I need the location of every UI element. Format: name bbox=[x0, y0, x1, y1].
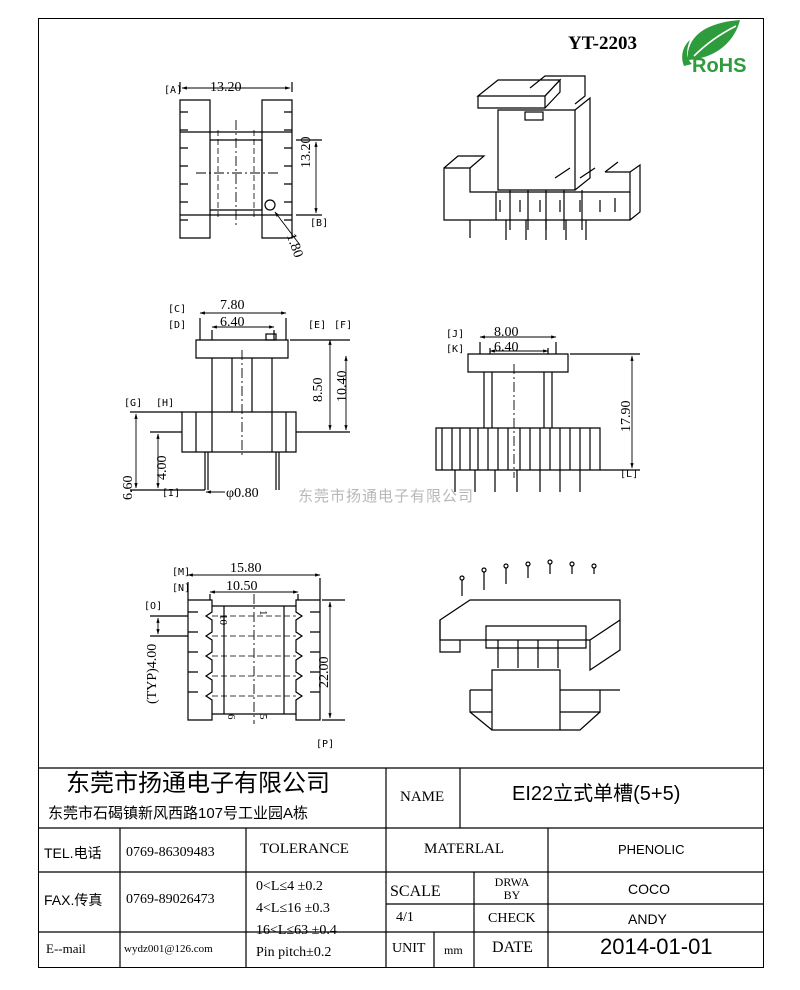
dim-pin-diameter: φ0.80 bbox=[226, 486, 259, 501]
dim-d-width: 6.40 bbox=[220, 315, 245, 330]
tolerance-line-2: 4<L≤16 ±0.3 bbox=[256, 901, 330, 916]
dim-n-width: 10.50 bbox=[226, 579, 258, 594]
fax-label: FAX.传真 bbox=[44, 892, 103, 908]
material-value: PHENOLIC bbox=[618, 842, 685, 857]
ref-o: [O] bbox=[144, 601, 163, 612]
name-label: NAME bbox=[400, 789, 445, 805]
rohs-logo bbox=[682, 20, 740, 66]
dim-h-height: 4.00 bbox=[155, 455, 170, 481]
dim-m-width: 15.80 bbox=[230, 561, 262, 576]
check-value: ANDY bbox=[628, 911, 667, 927]
pin-number-5: 5 bbox=[257, 714, 269, 720]
dim-b-height: 13.20 bbox=[299, 136, 314, 169]
ref-p: [P] bbox=[316, 739, 335, 750]
dim-j-width: 8.00 bbox=[494, 325, 519, 340]
tolerance-label: TOLERANCE bbox=[260, 841, 349, 857]
tel-label: TEL.电话 bbox=[44, 845, 102, 861]
ref-m: [M] bbox=[172, 567, 191, 578]
dim-typ-pitch: (TYP)4.00 bbox=[145, 643, 160, 704]
ref-b: [B] bbox=[310, 218, 329, 229]
ref-k: [K] bbox=[446, 344, 465, 355]
ref-j: [J] bbox=[446, 329, 465, 340]
part-number: YT-2203 bbox=[568, 33, 637, 54]
side-view bbox=[130, 311, 350, 494]
dim-side-h1: 8.50 bbox=[311, 377, 326, 403]
isometric-view-bottom bbox=[439, 559, 621, 731]
company-name: 东莞市扬通电子有限公司 bbox=[66, 770, 330, 797]
ref-f: [F] bbox=[334, 320, 353, 331]
scale-label: SCALE bbox=[390, 883, 441, 900]
watermark-text: 东莞市扬通电子有限公司 bbox=[298, 488, 475, 505]
dim-a-width: 13.20 bbox=[210, 80, 242, 95]
unit-value: mm bbox=[444, 943, 463, 957]
isometric-view-top bbox=[443, 75, 641, 240]
date-label: DATE bbox=[492, 939, 533, 956]
ref-l: [L] bbox=[620, 469, 639, 480]
pin-number-10: 10 bbox=[217, 614, 229, 625]
tolerance-line-4: Pin pitch±0.2 bbox=[256, 945, 332, 960]
tel-value: 0769-86309483 bbox=[126, 845, 215, 860]
tolerance-line-3: 16<L≤63 ±0.4 bbox=[256, 923, 337, 938]
drwa-by-label: DRWA BY bbox=[494, 875, 530, 902]
bottom-view bbox=[150, 573, 345, 724]
check-label: CHECK bbox=[488, 911, 536, 926]
top-view bbox=[179, 82, 322, 246]
tolerance-line-1: 0<L≤4 ±0.2 bbox=[256, 879, 323, 894]
ref-n: [N] bbox=[172, 583, 191, 594]
ref-d: [D] bbox=[168, 320, 187, 331]
pin-number-1: 1 bbox=[257, 610, 269, 616]
rohs-label: RoHS bbox=[692, 55, 747, 77]
drwa-by-value: COCO bbox=[628, 881, 670, 897]
dim-k-width: 6.40 bbox=[494, 340, 519, 355]
pin-number-6: 6 bbox=[225, 714, 237, 720]
material-label: MATERLAL bbox=[424, 841, 504, 857]
company-address: 东莞市石碣镇新风西路107号工业园A栋 bbox=[48, 805, 309, 822]
ref-a: [A] bbox=[164, 85, 183, 96]
dim-total-height: 17.90 bbox=[619, 400, 634, 433]
scale-value: 4/1 bbox=[396, 910, 414, 925]
dim-g-height: 6.60 bbox=[121, 475, 136, 501]
drawing-frame bbox=[38, 18, 764, 968]
dim-bottom-height: 22.00 bbox=[317, 656, 332, 689]
ref-g: [G] bbox=[124, 398, 143, 409]
dim-c-width: 7.80 bbox=[220, 298, 245, 313]
front-view bbox=[435, 335, 640, 492]
email-label: E--mail bbox=[46, 941, 86, 956]
email-value: wydz001@126.com bbox=[124, 943, 213, 955]
unit-label: UNIT bbox=[392, 941, 426, 956]
fax-value: 0769-89026473 bbox=[126, 892, 215, 907]
product-name: EI22立式单槽(5+5) bbox=[512, 783, 681, 805]
ref-i: [I] bbox=[162, 488, 181, 499]
dim-side-h2: 10.40 bbox=[335, 370, 350, 403]
ref-c: [C] bbox=[168, 304, 187, 315]
title-block-grid bbox=[38, 767, 764, 968]
ref-h: [H] bbox=[156, 398, 175, 409]
ref-e: [E] bbox=[308, 320, 327, 331]
date-value: 2014-01-01 bbox=[600, 934, 713, 959]
